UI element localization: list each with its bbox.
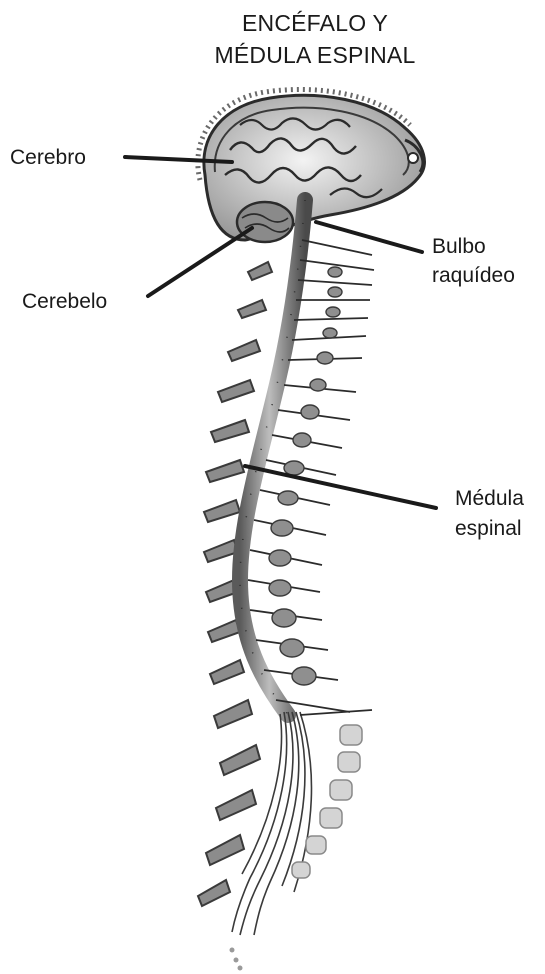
coccyx-dots: [230, 948, 243, 971]
cauda-equina: [232, 712, 311, 935]
leader-cerebelo: [148, 228, 252, 296]
spinal-ganglia: [269, 267, 342, 685]
leader-bulbo: [316, 222, 422, 252]
label-cerebelo: Cerebelo: [22, 289, 107, 315]
label-medula-line1: Médula: [455, 486, 524, 512]
spinal-nerves: [248, 240, 374, 715]
cerebellum: [237, 202, 293, 242]
leader-medula: [245, 466, 436, 508]
sacrum: [292, 725, 362, 878]
label-bulbo-line1: Bulbo: [432, 234, 486, 260]
label-cerebro: Cerebro: [10, 145, 86, 171]
label-medula-line2: espinal: [455, 516, 522, 542]
label-bulbo-line2: raquídeo: [432, 263, 515, 289]
